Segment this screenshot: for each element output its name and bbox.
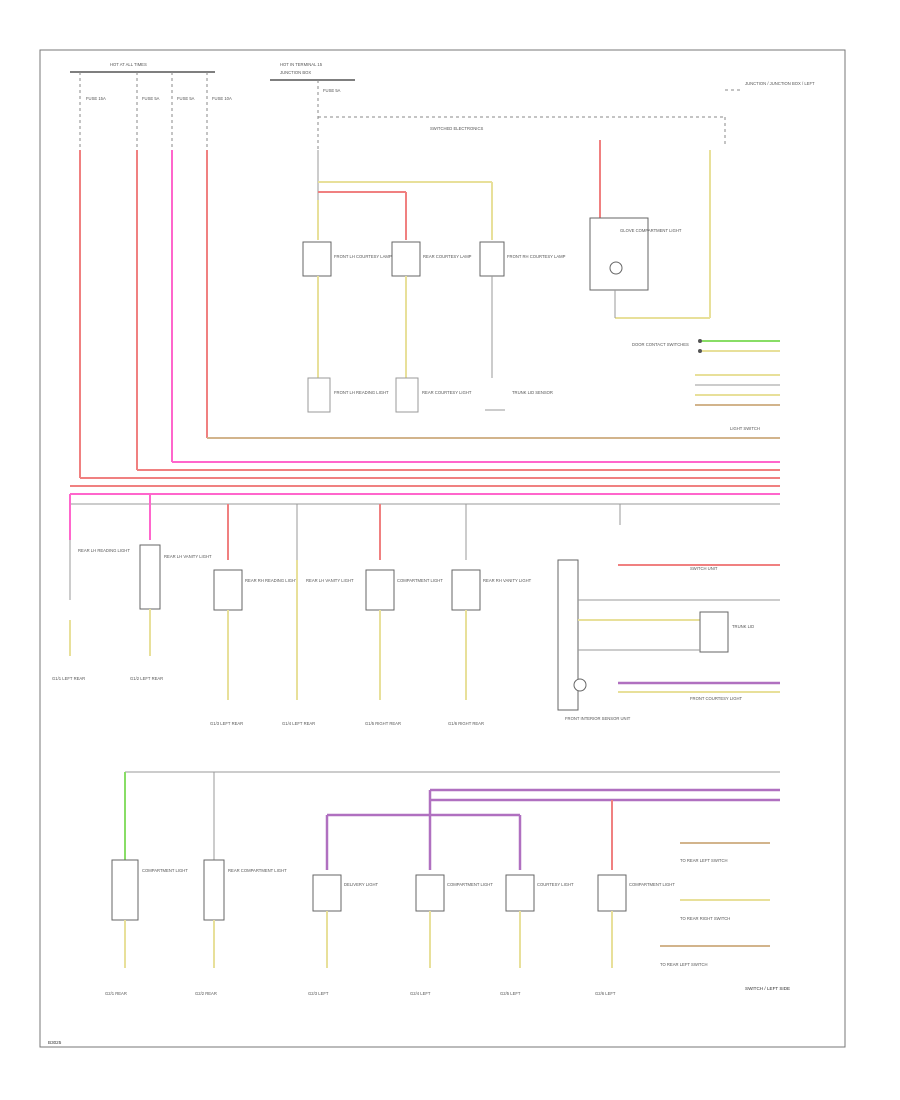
- fuse-label-4: FUSE 10A: [212, 96, 232, 101]
- sensor-note-1: SWITCH UNIT: [690, 566, 718, 571]
- lower-component-2: REAR COMPARTMENT LIGHT: [203, 859, 287, 968]
- diagram-frame: [39, 49, 846, 1048]
- middle-ground-label-5: G1/5 RIGHT REAR: [365, 721, 401, 726]
- upper-ground-label-3: TRUNK LID SENSOR: [512, 390, 553, 395]
- lower-component-label-3: DELIVERY LIGHT: [344, 882, 378, 887]
- middle-component-label-6: REAR RH VANITY LIGHT: [483, 578, 532, 583]
- lower-ground-label-2: G2/2 REAR: [195, 991, 217, 996]
- lower-right-notes: TO REAR LEFT SWITCH TO REAR RIGHT SWITCH…: [660, 842, 790, 991]
- upper-component-label-1: FRONT LH COURTESY LAMP: [334, 254, 392, 259]
- sensor-label: FRONT INTERIOR SENSOR UNIT: [565, 716, 631, 721]
- upper-ground-3: TRUNK LID SENSOR: [485, 390, 553, 411]
- right-note-3: TO REAR LEFT SWITCH: [660, 962, 708, 967]
- header-hot-in-terminal: HOT IN TERMINAL 15: [280, 62, 323, 67]
- header-switched-electronics: SWITCHED ELECTRONICS: [430, 126, 483, 131]
- fuse-label-2: FUSE 5A: [142, 96, 160, 101]
- front-interior-sensor: FRONT INTERIOR SENSOR UNIT SWITCH UNIT T…: [557, 559, 780, 721]
- middle-component-6: REAR RH VANITY LIGHT: [451, 569, 532, 700]
- lower-ground-label-3: G2/3 LEFT: [308, 991, 329, 996]
- lower-component-label-6: COMPARTMENT LIGHT: [629, 882, 675, 887]
- middle-component-label-5: COMPARTMENT LIGHT: [397, 578, 443, 583]
- fuse-label-5: FUSE 5A: [323, 88, 341, 93]
- lower-component-4: COMPARTMENT LIGHT: [415, 874, 493, 968]
- fuse-label-3: FUSE 5A: [177, 96, 195, 101]
- connector-label-door-contact: DOOR CONTACT SWITCHES: [632, 342, 689, 347]
- lower-component-5: COURTESY LIGHT: [505, 874, 574, 968]
- right-note-1: TO REAR LEFT SWITCH: [680, 858, 728, 863]
- middle-component-label-1: REAR LH READING LIGHT: [78, 548, 130, 553]
- header-junction-box: JUNCTION BOX: [280, 70, 311, 75]
- upper-component-label-3: FRONT RH COURTESY LAMP: [507, 254, 566, 259]
- middle-component-1: REAR LH READING LIGHT: [69, 540, 130, 656]
- middle-grounds: G1/1 LEFT REAR G1/2 LEFT REAR G1/3 LEFT …: [52, 676, 484, 726]
- middle-component-5: COMPARTMENT LIGHT: [365, 569, 443, 700]
- footer-left-code: B3025: [48, 1040, 62, 1045]
- middle-ground-label-6: G1/6 RIGHT REAR: [448, 721, 484, 726]
- lower-component-3: DELIVERY LIGHT: [312, 874, 378, 968]
- upper-ground-1: FRONT LH READING LIGHT: [307, 377, 389, 413]
- lower-component-1: COMPARTMENT LIGHT: [111, 859, 188, 968]
- fuse-label-1: FUSE 15A: [86, 96, 106, 101]
- upper-component-1: FRONT LH COURTESY LAMP: [302, 241, 392, 378]
- middle-component-4: REAR LH VANITY LIGHT: [296, 560, 354, 700]
- upper-ground-label-1: FRONT LH READING LIGHT: [334, 390, 389, 395]
- middle-component-2: REAR LH VANITY LIGHT: [139, 544, 212, 656]
- lower-ground-label-4: G2/4 LEFT: [410, 991, 431, 996]
- upper-component-label-2: REAR COURTESY LAMP: [423, 254, 472, 259]
- lower-component-label-1: COMPARTMENT LIGHT: [142, 868, 188, 873]
- sensor-note-2: TRUNK LID: [732, 624, 754, 629]
- middle-component-label-2: REAR LH VANITY LIGHT: [164, 554, 212, 559]
- upper-component-2: REAR COURTESY LAMP: [391, 241, 472, 378]
- lower-grounds: G2/1 REAR G2/2 REAR G2/3 LEFT G2/4 LEFT …: [105, 991, 616, 996]
- middle-component-label-4: REAR LH VANITY LIGHT: [306, 578, 354, 583]
- lower-ground-label-1: G2/1 REAR: [105, 991, 127, 996]
- lower-component-label-2: REAR COMPARTMENT LIGHT: [228, 868, 287, 873]
- upper-component-3: FRONT RH COURTESY LAMP: [479, 241, 566, 378]
- header-junction-right: JUNCTION / JUNCTION BOX / LEFT: [745, 81, 815, 86]
- right-note-2: TO REAR RIGHT SWITCH: [680, 916, 730, 921]
- header-hot-at-all-times: HOT AT ALL TIMES: [110, 62, 147, 67]
- middle-ground-label-2: G1/2 LEFT REAR: [130, 676, 163, 681]
- upper-component-4: GLOVE COMPARTMENT LIGHT: [589, 140, 711, 319]
- footer-right-label: SWITCH / LEFT SIDE: [745, 986, 790, 991]
- middle-ground-label-1: G1/1 LEFT REAR: [52, 676, 85, 681]
- lower-component-6: COMPARTMENT LIGHT: [597, 874, 675, 968]
- lower-component-label-5: COURTESY LIGHT: [537, 882, 574, 887]
- middle-ground-label-4: G1/4 LEFT REAR: [282, 721, 315, 726]
- lower-ground-label-6: G2/6 LEFT: [595, 991, 616, 996]
- upper-ground-2: REAR COURTESY LIGHT: [395, 377, 472, 413]
- connector-legend-upper: DOOR CONTACT SWITCHES LIGHT SWITCH: [632, 339, 780, 431]
- middle-ground-label-3: G1/3 LEFT REAR: [210, 721, 243, 726]
- upper-ground-label-2: REAR COURTESY LIGHT: [422, 390, 472, 395]
- middle-component-label-3: REAR RH READING LIGHT: [245, 578, 298, 583]
- middle-component-3: REAR RH READING LIGHT: [213, 569, 298, 700]
- sensor-note-3: FRONT COURTESY LIGHT: [690, 696, 743, 701]
- lower-ground-label-5: G2/5 LEFT: [500, 991, 521, 996]
- upper-component-label-4: GLOVE COMPARTMENT LIGHT: [620, 228, 682, 233]
- lower-component-label-4: COMPARTMENT LIGHT: [447, 882, 493, 887]
- fuse-group: FUSE 15A FUSE 5A FUSE 5A FUSE 10A FUSE 5…: [79, 72, 341, 150]
- connector-label-light-switch: LIGHT SWITCH: [730, 426, 760, 431]
